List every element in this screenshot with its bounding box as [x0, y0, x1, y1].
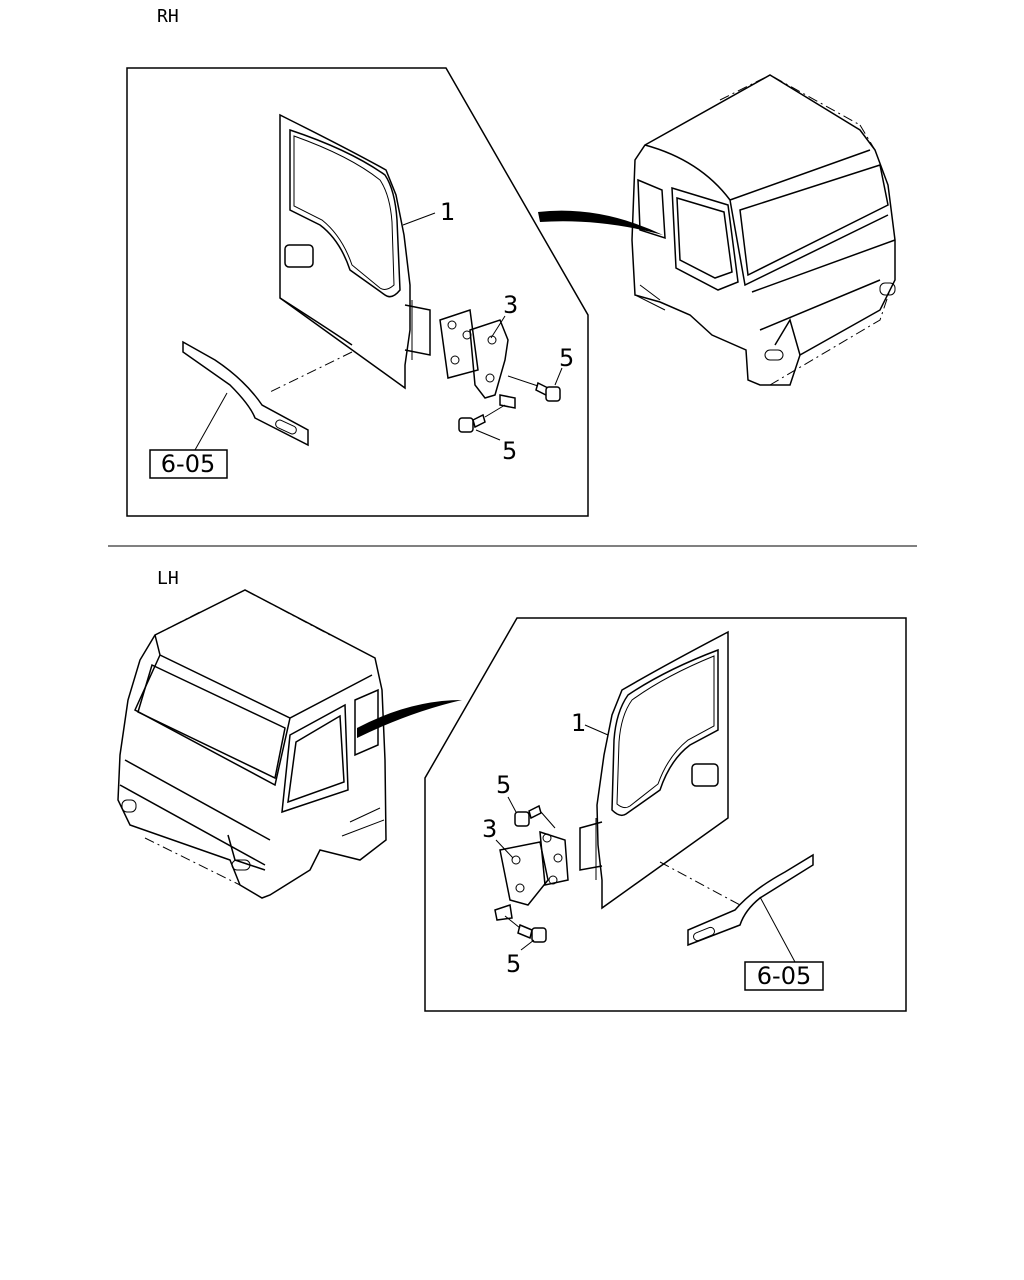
lh-door — [579, 630, 729, 910]
lh-callout-bolt-upper: 5 — [496, 771, 511, 799]
rh-bolt-lower — [458, 404, 506, 433]
rh-reference-label: 6-05 — [161, 450, 215, 478]
lh-callout-door: 1 — [571, 709, 586, 737]
lh-section: LH — [117, 568, 907, 1012]
rh-side-label: RH — [157, 6, 179, 27]
rh-seal — [182, 340, 309, 447]
lh-callout-bolt-lower: 5 — [506, 950, 521, 978]
rh-connector-arrow — [538, 210, 663, 235]
lh-cab-illustration — [117, 589, 387, 899]
rh-reference-box — [149, 449, 228, 479]
lh-bolt-lower — [504, 915, 547, 943]
lh-leader-dash — [659, 861, 741, 906]
rh-section: RH — [126, 6, 896, 517]
lh-seal — [687, 853, 814, 947]
lh-reference-label: 6-05 — [757, 962, 811, 990]
rh-leader-dash — [269, 351, 353, 393]
rh-callout-hinge: 3 — [503, 291, 518, 319]
lh-side-label: LH — [157, 568, 179, 589]
lh-detail-frame — [424, 617, 907, 1012]
rh-detail-frame — [126, 67, 589, 517]
rh-door — [279, 113, 431, 390]
lh-bolt-upper — [514, 804, 556, 829]
lh-reference-box — [744, 961, 824, 991]
rh-cab-illustration — [631, 74, 896, 386]
rh-callout-bolt-upper: 5 — [559, 344, 574, 372]
rh-callout-door: 1 — [440, 198, 455, 226]
lh-hinge — [494, 830, 569, 921]
rh-bolt-upper — [507, 375, 561, 402]
rh-hinge — [439, 309, 516, 409]
rh-callout-bolt-lower: 5 — [502, 437, 517, 465]
lh-connector-arrow — [357, 700, 462, 738]
lh-callout-hinge: 3 — [482, 815, 497, 843]
